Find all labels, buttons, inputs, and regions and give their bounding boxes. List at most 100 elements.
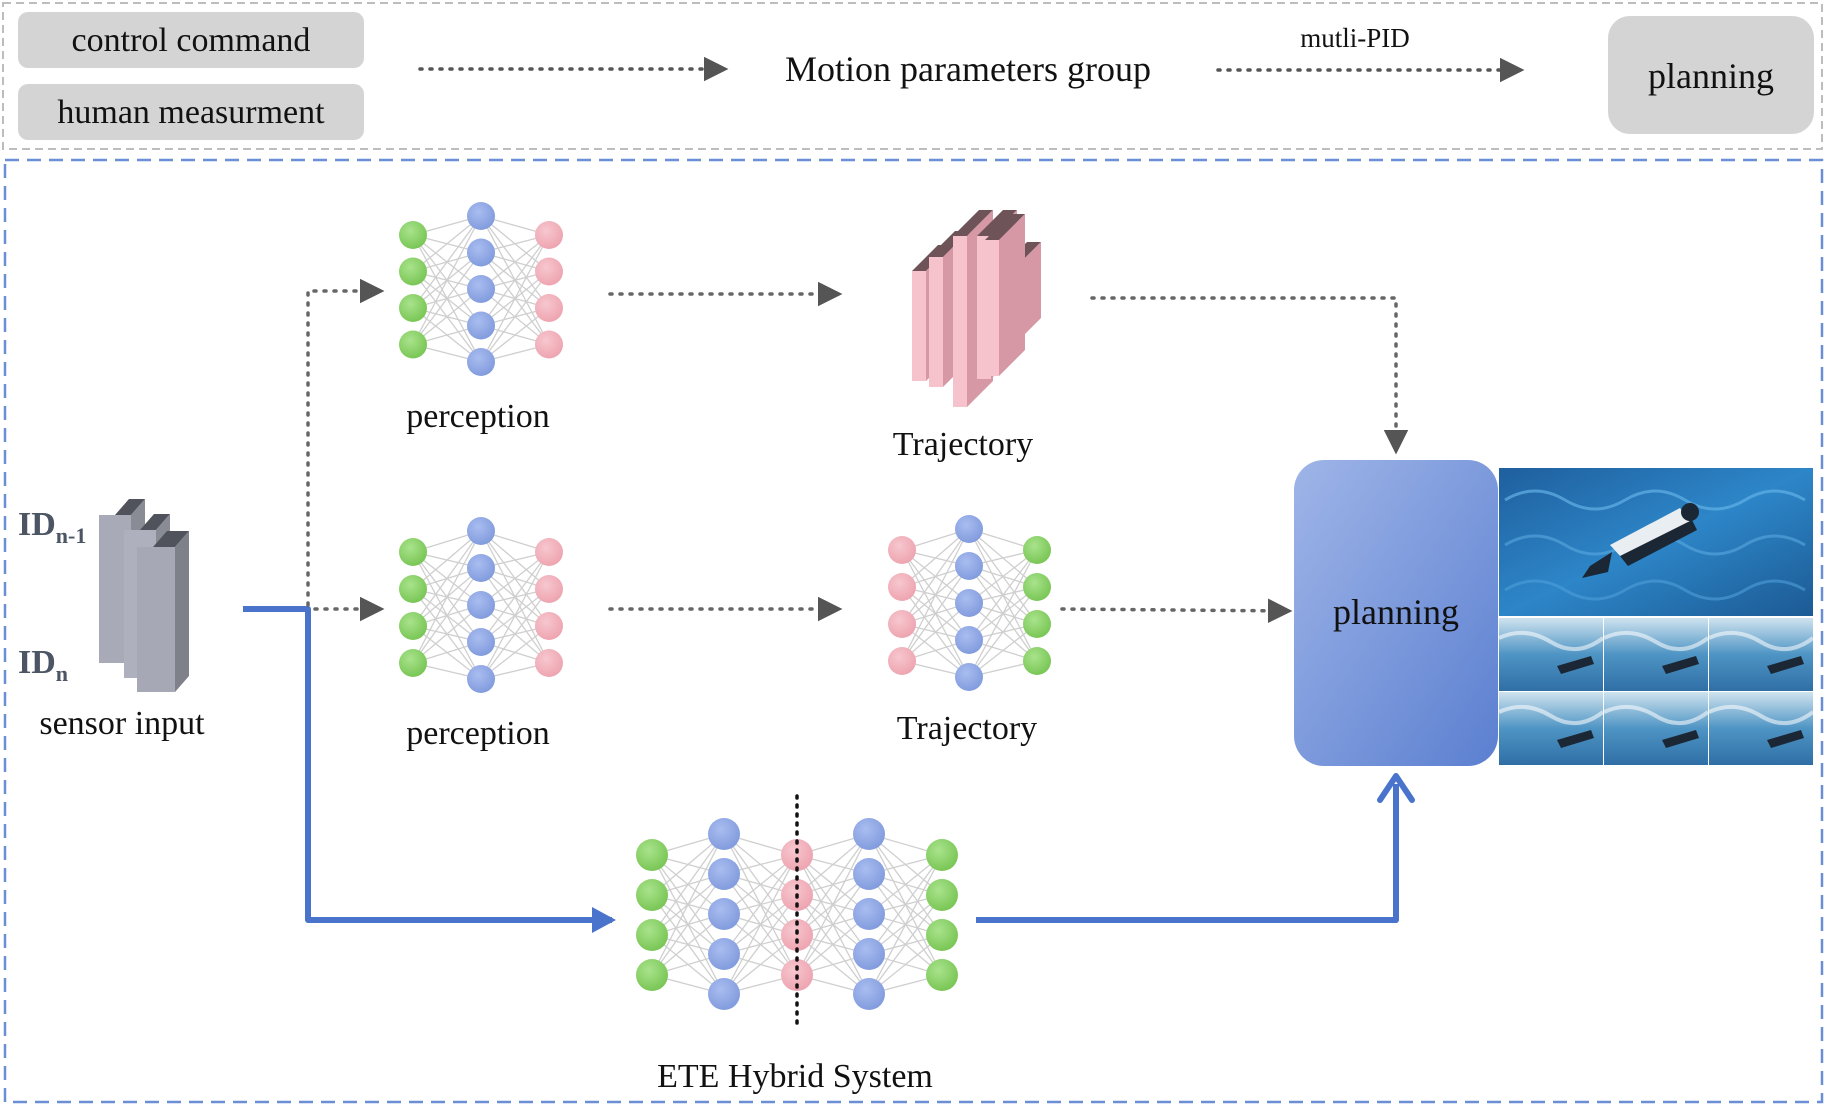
id-prev-label: IDn-1	[18, 506, 86, 548]
underwater-frame	[1604, 692, 1708, 765]
neuron-green	[636, 959, 668, 991]
network-edge	[412, 604, 482, 664]
top-bar-frame	[2, 2, 1823, 150]
network-edge	[968, 623, 1038, 678]
underwater-frame	[1604, 618, 1708, 691]
network-edge	[480, 551, 550, 606]
network-edge	[480, 551, 550, 680]
neuron-pink	[535, 612, 563, 640]
flow-to-ete	[243, 606, 612, 923]
neuron-green	[1023, 610, 1051, 638]
neuron-pink	[535, 649, 563, 677]
neuron-blue	[955, 626, 983, 654]
middle-trajectory-to-planning	[1060, 598, 1293, 624]
neuron-blue	[467, 591, 495, 619]
middle-perception-label: perception	[406, 715, 550, 752]
neuron-green	[926, 879, 958, 911]
network-edge	[868, 854, 943, 955]
pid-label: mutli-PID	[1300, 23, 1410, 53]
neuron-pink	[888, 647, 916, 675]
network-edge	[412, 530, 482, 590]
neuron-green	[636, 879, 668, 911]
neuron-green	[1023, 647, 1051, 675]
middle-trajectory-network	[888, 515, 1051, 691]
top-trajectory-label: Trajectory	[893, 426, 1033, 463]
network-edge	[412, 215, 482, 345]
neuron-blue	[955, 663, 983, 691]
neuron-blue	[708, 938, 740, 970]
network-edge	[796, 873, 870, 976]
network-edge	[901, 528, 970, 625]
human-measurement-pill	[18, 84, 364, 140]
middle-perception-network	[399, 517, 563, 693]
planning-block-label: planning	[1333, 592, 1459, 632]
neuron-green	[399, 575, 427, 603]
neuron-blue	[708, 898, 740, 930]
network-edge	[480, 625, 550, 680]
network-edge	[480, 588, 550, 680]
water-reflection	[1708, 704, 1815, 725]
network-edge	[868, 894, 943, 995]
robot-silhouette	[1557, 656, 1594, 674]
trajectory-bar-top	[977, 210, 1017, 236]
neuron-green	[399, 330, 427, 359]
top-perception-network	[399, 202, 563, 376]
network-edge	[412, 530, 482, 664]
neuron-blue	[853, 858, 885, 890]
middle-trajectory-label: Trajectory	[897, 710, 1037, 747]
network-edge	[901, 565, 970, 662]
network-edge	[901, 528, 970, 588]
human-measurement-label: human measurment	[57, 94, 325, 131]
water-reflection	[1498, 630, 1605, 651]
flow-to-ete-head	[592, 907, 616, 933]
water-reflection	[1498, 704, 1605, 725]
neuron-blue	[467, 517, 495, 545]
neuron-blue	[467, 202, 495, 230]
network-edge	[412, 215, 482, 273]
top-perception-label: perception	[406, 398, 550, 435]
ete-hybrid-label: ETE Hybrid System	[657, 1058, 933, 1095]
network-edge	[412, 567, 482, 664]
neuron-pink	[535, 221, 563, 249]
network-edge	[651, 833, 725, 976]
neuron-green	[926, 919, 958, 951]
trajectory-bar-front	[985, 240, 999, 376]
neuron-pink	[781, 839, 813, 871]
network-edge	[968, 549, 1038, 678]
network-edge	[901, 602, 970, 662]
trajectory-bar-front	[912, 271, 926, 381]
neuron-green	[636, 919, 668, 951]
network-edge	[968, 586, 1038, 678]
main-panel-frame	[3, 158, 1824, 1104]
sensor-stack-icon	[99, 499, 189, 692]
control-command-label: control command	[72, 22, 311, 59]
network-edge	[480, 271, 550, 363]
network-edge	[412, 252, 482, 345]
robot-silhouette	[1767, 656, 1804, 674]
neuron-green	[636, 839, 668, 871]
neuron-green	[399, 257, 427, 286]
neuron-blue	[955, 515, 983, 543]
network-edge	[412, 530, 482, 627]
underwater-frame	[1709, 618, 1813, 691]
water-reflection	[1708, 630, 1815, 651]
neuron-green	[926, 959, 958, 991]
network-edge	[723, 854, 798, 955]
neuron-pink	[888, 536, 916, 564]
neuron-pink	[535, 575, 563, 603]
neuron-blue	[955, 552, 983, 580]
underwater-frames-mosaic	[1498, 618, 1815, 765]
neuron-blue	[467, 628, 495, 656]
neuron-blue	[467, 665, 495, 693]
motion-parameters-label: Motion parameters group	[785, 49, 1151, 89]
network-edge	[651, 833, 725, 936]
network-edge	[796, 833, 870, 936]
neuron-pink	[535, 538, 563, 566]
neuron-green	[399, 538, 427, 566]
neuron-pink	[781, 919, 813, 951]
neuron-pink	[535, 294, 563, 322]
network-edge	[796, 833, 870, 976]
network-edge	[868, 854, 943, 995]
network-edge	[480, 551, 550, 643]
